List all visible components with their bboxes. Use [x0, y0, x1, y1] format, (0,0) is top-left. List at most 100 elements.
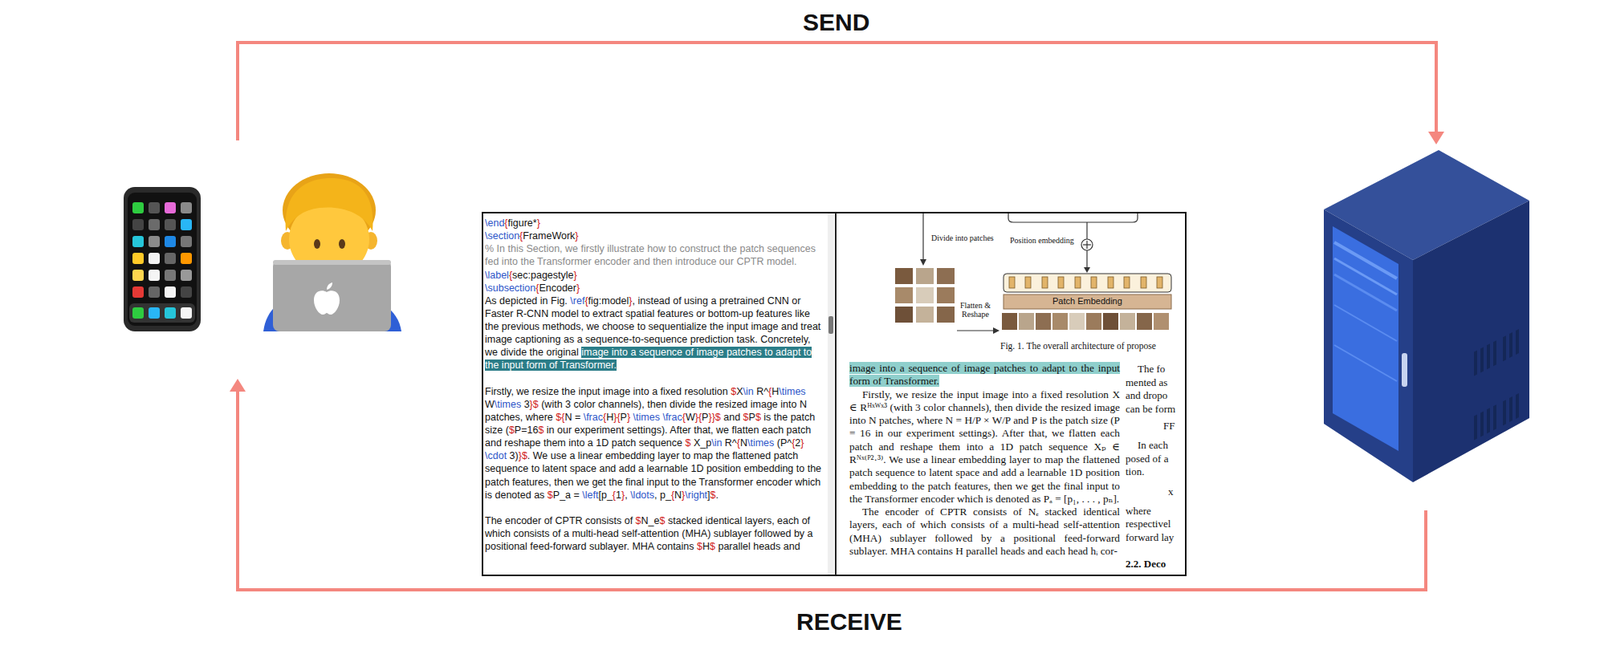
syntax-token: } — [529, 398, 534, 411]
server-icon-part-part — [1480, 346, 1484, 373]
server-icon-part — [1334, 274, 1397, 311]
phone-icon-part — [164, 202, 176, 214]
syntax-token: } — [628, 295, 632, 307]
syntax-token: $ — [508, 424, 515, 436]
phone-icon-part — [148, 236, 160, 248]
paper-figure-part — [920, 259, 927, 266]
latex-editor-pane: \end{figure*}\section{FrameWork}% In thi… — [484, 216, 826, 554]
syntax-token: $ — [715, 411, 721, 424]
syntax-token: \section — [484, 230, 520, 242]
paper-figure-part-part — [895, 287, 913, 304]
paper-figure-part-part — [1025, 276, 1031, 289]
server-icon-part-part — [1509, 396, 1513, 423]
paper-figure-part — [895, 268, 1169, 330]
paper-paragraph: The encoder of CPTR consists of Nₑ stack… — [849, 505, 1120, 558]
paper-figure-part-part — [936, 306, 955, 323]
syntax-token: { — [671, 489, 675, 501]
server-icon-part — [1323, 209, 1413, 483]
phone-icon-part — [123, 187, 201, 332]
phone-icon-part — [132, 286, 144, 298]
paper-figure-part — [956, 329, 994, 331]
syntax-token: } — [681, 489, 685, 501]
phone-icon-part — [180, 269, 192, 281]
server-icon-part-part — [1473, 414, 1478, 440]
editor-block: \subsection{Encoder} — [484, 281, 826, 295]
syntax-token: { — [504, 217, 508, 229]
server-icon-part-part — [1493, 404, 1497, 431]
paper-figure-part — [1083, 267, 1091, 273]
phone-icon-part — [180, 202, 192, 214]
server-icon-part — [1473, 329, 1519, 441]
flow-label: RECEIVE — [796, 607, 903, 637]
phone-icon-part — [148, 202, 160, 214]
editor-scrollbar-part — [827, 213, 835, 575]
syntax-token: { — [584, 295, 588, 307]
syntax-token: { — [602, 411, 607, 424]
syntax-token: { — [736, 437, 741, 449]
paper-figure-part-part — [1035, 313, 1051, 330]
syntax-token: } — [621, 489, 625, 501]
phone-icon-part — [180, 286, 192, 298]
paper-figure-part-part — [1156, 276, 1163, 289]
server-icon-part — [1401, 353, 1408, 387]
syntax-token: } — [574, 269, 578, 281]
pane-divider — [834, 212, 837, 576]
phone-icon-part — [148, 269, 160, 281]
phone-icon-part — [148, 252, 160, 265]
paper-figure-part-part — [1119, 313, 1136, 330]
latex-comment: % In this Section, we firstly illustrate… — [484, 243, 816, 268]
paper-figure-part — [1003, 273, 1172, 293]
server-icon-part — [1334, 305, 1397, 342]
paper-figure-part-part — [1018, 313, 1035, 330]
highlighted-text: image into a sequence of image patches t… — [849, 362, 1120, 387]
person-with-laptop-part — [313, 290, 340, 315]
syntax-token: $ — [537, 424, 544, 436]
paper-figure-part-part — [1140, 276, 1147, 289]
phone-icon-part — [132, 236, 144, 248]
person-with-laptop — [263, 173, 402, 332]
section-heading-fragment: 2.2. Deco — [1125, 557, 1166, 571]
phone-icon-part — [148, 307, 160, 319]
paper-figure-part-part — [895, 306, 913, 323]
syntax-token: \ldots — [630, 489, 655, 501]
syntax-token: \right — [684, 489, 708, 501]
clipped-column-text: In each — [1137, 439, 1169, 452]
paper-figure-part-part — [916, 268, 934, 285]
latex-line: \end{figure*} — [484, 217, 541, 229]
paper-figure-part — [1086, 240, 1088, 249]
syntax-token: $ — [635, 515, 642, 527]
syntax-token: } — [613, 411, 617, 424]
server-icon-part-part — [1486, 407, 1491, 434]
latex-paragraph: The encoder of CPTR consists of $N_e$ st… — [484, 515, 814, 553]
paper-figure-part — [1009, 276, 1163, 289]
paper-figure-part-part — [1058, 276, 1064, 289]
syntax-token: { — [682, 411, 686, 424]
paper-figure-part-part — [1042, 276, 1048, 289]
syntax-token: $ — [659, 515, 665, 527]
phone-icon-part — [132, 219, 144, 231]
syntax-token: } — [537, 217, 541, 229]
syntax-token: $ — [696, 541, 703, 553]
clipped-column-text: FF — [1163, 419, 1175, 433]
syntax-token: \in — [742, 386, 754, 398]
editor-block: The encoder of CPTR consists of $N_e$ st… — [484, 514, 826, 554]
phone-icon-part — [164, 286, 176, 298]
syntax-token: \left — [582, 489, 599, 501]
phone-icon-part — [132, 202, 144, 214]
phone-icon-part — [164, 219, 176, 231]
paper-figure-part-part — [895, 268, 913, 285]
paper-figure-part-part — [1001, 313, 1018, 330]
syntax-token: \in — [711, 437, 722, 449]
figure-caption: Fig. 1. The overall architecture of prop… — [1000, 341, 1157, 353]
syntax-token: $ — [709, 541, 716, 553]
pdf-block: image into a sequence of image patches t… — [849, 362, 1120, 389]
clipped-column-text: forward lay — [1125, 531, 1174, 545]
syntax-token: \frac — [583, 411, 603, 424]
phone-icon-part — [148, 286, 160, 298]
person-with-laptop-part — [272, 260, 391, 332]
clipped-column-text: The fo — [1137, 362, 1165, 376]
syntax-token: { — [612, 489, 616, 501]
syntax-token: $ — [521, 450, 528, 462]
syntax-token: \subsection — [484, 282, 536, 294]
syntax-token: \times — [778, 386, 806, 398]
